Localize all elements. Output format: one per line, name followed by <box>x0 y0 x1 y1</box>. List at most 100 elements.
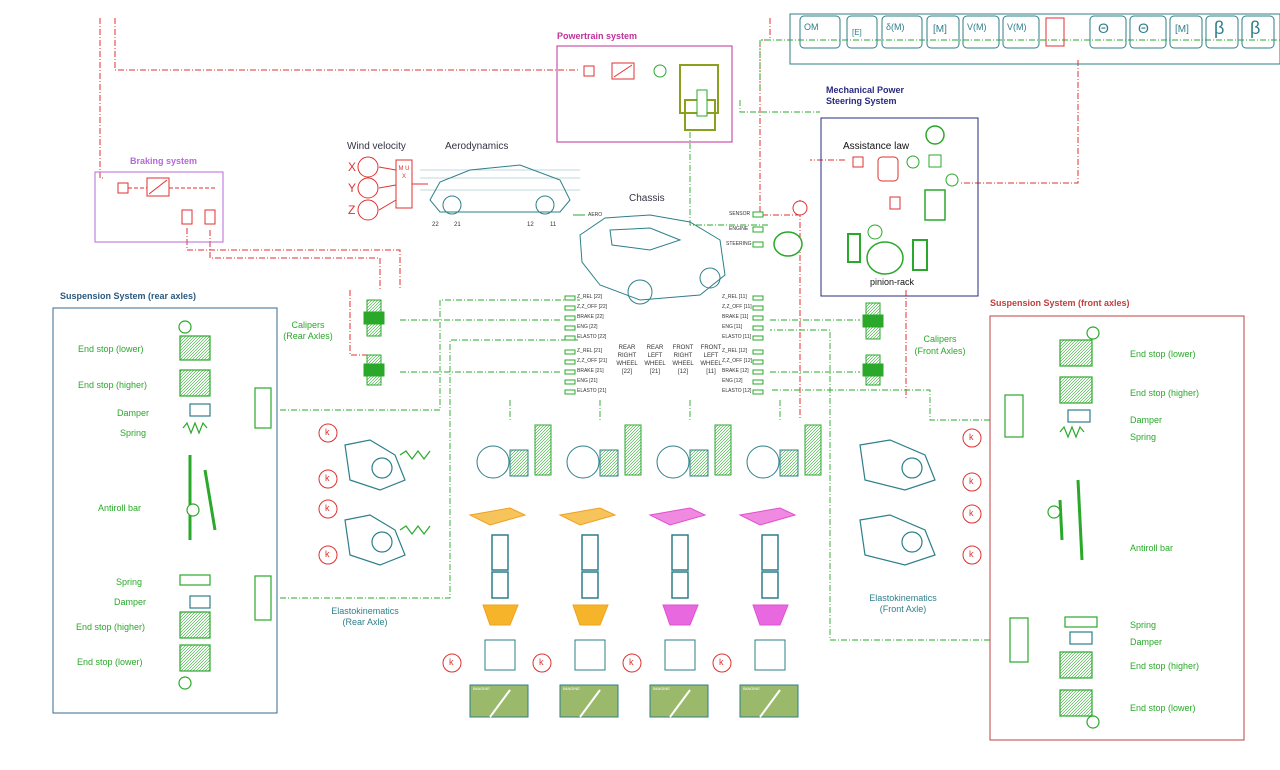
port-right-6: Z,Z_OFF [12] <box>722 358 753 364</box>
port-steering: STEERING <box>726 241 752 247</box>
gain-circles <box>318 423 982 673</box>
chassis-label: Chassis <box>629 193 665 204</box>
elasto-rear-label-2: (Rear Axle) <box>342 617 388 627</box>
mux-label: M U X <box>398 166 410 180</box>
sensor-icon-2: δ(M) <box>886 22 905 32</box>
calipers-rear-label-1: Calipers <box>291 320 325 330</box>
aero-wheel-21: 21 <box>454 222 461 228</box>
gain-k-7: k <box>969 508 974 518</box>
sensor-icon-1: [E] <box>852 28 862 37</box>
port-left-5: Z_REL [21] <box>577 348 603 354</box>
gain-k-5: k <box>969 432 974 442</box>
port-left-1: Z,Z_OFF [22] <box>577 304 608 310</box>
braking-box <box>94 171 224 243</box>
wind-y-label: Y <box>348 181 357 195</box>
wheel-header-front-right-l3: WHEEL <box>672 361 694 367</box>
port-right-9: ELASTO [12] <box>722 388 752 394</box>
wheel-header-front-left-l4: [11] <box>706 369 716 375</box>
calipers-front-label-1: Calipers <box>923 334 957 344</box>
port-left-9: ELASTO [21] <box>577 388 607 394</box>
wheel-header-rear-left: REAR LEFT WHEEL [21] <box>640 344 670 376</box>
wheel-header-rear-right-l1: REAR <box>618 345 636 351</box>
port-right-5: Z_REL [12] <box>722 348 748 354</box>
gain-k-3: k <box>325 503 330 513</box>
elasto-front-label-1: Elastokinematics <box>869 593 937 603</box>
front-suspension-box <box>989 315 1245 741</box>
wheel-header-front-right-l2: RIGHT <box>673 353 693 359</box>
front-damper-top-label: Damper <box>1130 415 1163 425</box>
chassis-car <box>579 214 726 305</box>
port-left-3: ENG [22] <box>577 324 598 330</box>
front-damper-bot-label: Damper <box>1130 637 1163 647</box>
braking-title: Braking system <box>130 156 198 166</box>
rear-antiroll-label: Antiroll bar <box>98 503 142 513</box>
powertrain-blocks <box>583 62 719 131</box>
rear-damper-top-label: Damper <box>117 408 150 418</box>
port-sensor: SENSOR <box>729 211 751 217</box>
wheel-column-2 <box>558 424 642 718</box>
chassis-ports-right <box>752 295 764 395</box>
front-spring-top-label: Spring <box>1130 432 1157 442</box>
port-left-4: ELASTO [22] <box>577 334 607 340</box>
elasto-front <box>859 439 936 566</box>
aero-wheel-22: 22 <box>432 222 439 228</box>
gain-k-9: k <box>449 657 454 667</box>
wheel-header-rear-left-l1: REAR <box>646 345 664 351</box>
sensor-icon-4: V(M) <box>967 22 987 32</box>
port-right-3: ENG [11] <box>722 324 743 330</box>
port-left-2: BRAKE [22] <box>577 314 604 320</box>
wheel-header-front-right: FRONT RIGHT WHEEL [12] <box>668 344 698 376</box>
elasto-rear-label-1: Elastokinematics <box>331 606 399 616</box>
steering-box <box>820 117 979 297</box>
wind-velocity-label: Wind velocity <box>347 141 406 152</box>
port-right-1: Z,Z_OFF [11] <box>722 304 752 310</box>
rear-suspension-components <box>178 320 272 690</box>
wheel-header-front-left-l1: FRONT <box>700 345 722 351</box>
front-end-stop-higher-bot-label: End stop (higher) <box>1130 661 1200 671</box>
rear-suspension-title: Suspension System (rear axles) <box>60 291 197 301</box>
sensor-panel-box <box>789 13 1280 65</box>
elasto-front-label-2: (Front Axle) <box>879 604 927 614</box>
wind-sources <box>357 156 428 221</box>
chassis-ports-left <box>564 295 576 395</box>
rear-end-stop-higher-bot-label: End stop (higher) <box>76 622 146 632</box>
sensor-icon-row <box>799 15 1275 49</box>
wind-z-label: Z <box>348 203 356 217</box>
pinion-rack-label: pinion-rack <box>870 277 915 287</box>
port-engine: ENGINE <box>729 226 749 232</box>
gain-k-1: k <box>325 427 330 437</box>
wind-x-label: X <box>348 160 357 174</box>
wheel-column-3 <box>648 424 732 718</box>
braking-blocks <box>117 177 216 225</box>
sensor-icon-8: [M] <box>1175 24 1189 35</box>
chassis-side-ports <box>752 211 764 248</box>
calipers-front <box>862 302 884 386</box>
rear-spring-top-label: Spring <box>120 428 147 438</box>
front-end-stop-lower-top-label: End stop (lower) <box>1130 349 1196 359</box>
assistance-law-label: Assistance law <box>843 141 910 152</box>
aero-wheel-11: 11 <box>550 222 557 228</box>
sensor-icon-6: Θ <box>1098 20 1109 36</box>
wheel-header-front-right-l4: [12] <box>677 369 688 375</box>
sensor-icon-7: Θ <box>1138 20 1149 36</box>
green-signal-lines <box>280 39 1280 641</box>
calipers-rear <box>363 299 385 386</box>
gain-k-11: k <box>629 657 634 667</box>
port-right-8: ENG [12] <box>722 378 743 384</box>
port-right-7: BRAKE [12] <box>722 368 749 374</box>
wheel-header-front-left-l3: WHEEL <box>700 361 722 367</box>
wheel-column-1 <box>468 424 552 718</box>
steering-blocks <box>773 125 959 275</box>
elasto-rear <box>344 439 431 566</box>
powertrain-title: Powertrain system <box>557 31 638 41</box>
imagine-label-3: IMAGINE <box>653 686 670 691</box>
front-suspension-components <box>1004 326 1100 729</box>
front-end-stop-higher-top-label: End stop (higher) <box>1130 388 1200 398</box>
gain-k-10: k <box>539 657 544 667</box>
gain-k-2: k <box>325 473 330 483</box>
port-left-8: ENG [21] <box>577 378 598 384</box>
rear-spring-bot-label: Spring <box>116 577 143 587</box>
sensor-icon-10: β <box>1250 18 1261 38</box>
imagine-label-4: IMAGINE <box>743 686 760 691</box>
